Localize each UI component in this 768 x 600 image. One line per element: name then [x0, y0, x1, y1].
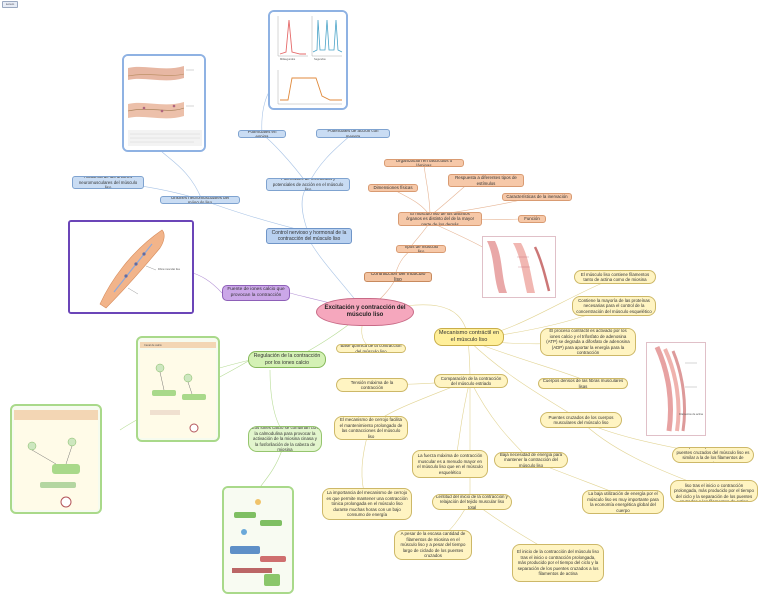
- node-organizacion-fasciculos[interactable]: Organización en fascículos o láminas: [384, 159, 464, 167]
- calcium-channel-diagram: [140, 342, 216, 438]
- smooth-muscle-cell-image: Fibra muscular lisa: [68, 220, 194, 314]
- node-anatomia-uniones[interactable]: Anatomía de las uniones neuromusculares …: [72, 176, 144, 189]
- node-uniones-neuromusculares[interactable]: Uniones neuromusculares del músculo liso: [160, 196, 240, 204]
- node-caracteristicas-inervacion[interactable]: Características de la inervación: [502, 193, 572, 201]
- smooth-muscle-cells-illustration: [647, 343, 705, 435]
- fiber-label: Filamentos de actina: [679, 413, 703, 416]
- channel-label: Canal de calcio: [144, 344, 162, 347]
- node-comparacion-estriado[interactable]: Comparación de la contracción del múscul…: [434, 374, 508, 388]
- calcium-regulation-image-left: [10, 404, 102, 514]
- node-importancia-cerrojo[interactable]: La importancia del mecanismo de cerrojo …: [322, 488, 412, 520]
- actin-filaments-image: Filamentos de actina: [646, 342, 706, 436]
- chart-left-axis-label: Milisegundos: [280, 58, 296, 61]
- node-potenciales-meseta[interactable]: Potenciales de acción con meseta: [316, 129, 390, 138]
- node-contraccion-musculo-liso[interactable]: Contracción del músculo liso: [364, 272, 432, 282]
- node-puentes-cruzados[interactable]: Puentes cruzados de los cuerpos muscular…: [540, 412, 622, 428]
- smooth-muscle-layers: [124, 56, 204, 150]
- calcium-regulation-image-top: Canal de calcio: [136, 336, 220, 442]
- node-proceso-contractil[interactable]: El proceso contráctil es activado por lo…: [540, 328, 636, 356]
- cell-label: Fibra muscular lisa: [158, 268, 180, 271]
- node-inicio-contraccion[interactable]: El inicio de la contracción del músculo …: [512, 544, 604, 582]
- node-puentes-musculares[interactable]: Se piensa que la función de los puentes …: [672, 447, 754, 463]
- action-potential-curves: [270, 12, 346, 108]
- node-control-nervioso[interactable]: Control nervioso y hormonal de la contra…: [266, 228, 352, 244]
- node-base-quimica[interactable]: Base química de la contracción del múscu…: [336, 344, 406, 353]
- node-contiene-proteinas[interactable]: Contiene la mayoría de las proteínas nec…: [572, 296, 656, 316]
- muscle-bundle-illustration: [483, 237, 555, 297]
- central-topic[interactable]: Excitación y contracción del músculo lis…: [316, 298, 414, 326]
- node-baja-utilizacion[interactable]: La baja utilización de energía por el mú…: [582, 490, 664, 514]
- node-fuerza-maxima[interactable]: La fuerza máxima de contracción muscular…: [412, 450, 488, 478]
- node-regulacion-calcio[interactable]: Regulación de la contracción por los ion…: [248, 351, 326, 368]
- node-calmodulina[interactable]: Los iones calcio se combinan con la calm…: [248, 426, 322, 452]
- node-se-piensa-funcion[interactable]: El inicio de la contracción del músculo …: [670, 480, 758, 502]
- muscle-fiber-image-right: [482, 236, 556, 298]
- node-mecanismo-contractil[interactable]: Mecanismo contráctil en el músculo liso: [434, 328, 504, 346]
- calcium-regulation-image-bottom: [222, 486, 294, 594]
- chart-right-axis-label: Segundos: [314, 58, 326, 61]
- node-filamentos-actina-miosina[interactable]: El músculo liso contiene filamentos tant…: [574, 270, 656, 284]
- node-escasa-miosina[interactable]: A pesar de la escasa cantidad de filamen…: [394, 530, 472, 560]
- node-dimensiones-fisicas[interactable]: Dimensiones físicas: [368, 184, 418, 192]
- node-baja-energia[interactable]: Baja necesidad de energía para mantener …: [494, 452, 568, 468]
- node-tipos-musculo[interactable]: Tipos de músculo liso: [396, 245, 446, 253]
- node-lentitud-inicio[interactable]: Lentitud del inicio de la contracción y …: [432, 494, 512, 510]
- node-mecanismo-cerrojo[interactable]: El mecanismo de cerrojo facilita el mant…: [334, 416, 408, 440]
- node-potenciales-espiga[interactable]: Potenciales en espiga: [238, 130, 286, 138]
- node-musculo-distintos-organos[interactable]: El músculo liso de los distintos órganos…: [398, 212, 482, 226]
- smooth-muscle-fiber: [70, 222, 192, 312]
- neuromuscular-junction-image: [122, 54, 206, 152]
- action-potential-chart-image: Milisegundos Segundos: [268, 10, 348, 110]
- node-tension-maxima[interactable]: Tensión máxima de la contracción: [336, 378, 408, 392]
- node-cuerpos-densos[interactable]: Cuerpos densos de las fibras musculares …: [538, 378, 628, 389]
- myosin-phosphorylation-diagram: [224, 488, 292, 592]
- node-funcion[interactable]: Función: [518, 215, 546, 223]
- node-potenciales-membrana[interactable]: Potenciales de membrana y potenciales de…: [266, 178, 350, 191]
- calcium-pathway-diagram: [14, 410, 98, 510]
- node-respuesta-estimulos[interactable]: Respuesta a diferentes tipos de estímulo…: [448, 174, 524, 187]
- corner-marker: Lorem: [2, 1, 18, 8]
- node-fuente-iones-calcio[interactable]: Fuente de iones calcio que provocan la c…: [222, 285, 290, 301]
